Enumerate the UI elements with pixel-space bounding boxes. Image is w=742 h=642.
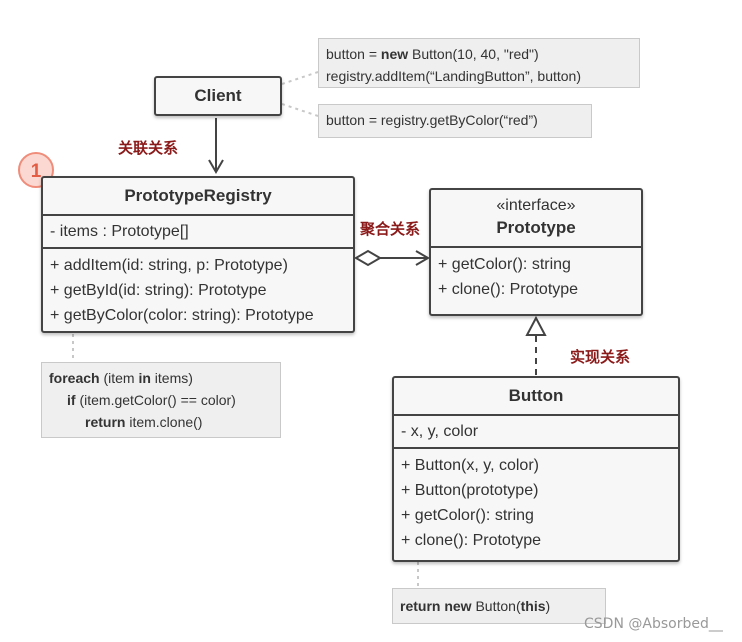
aggregation-arrowhead [415,250,430,266]
aggregation-diamond [354,249,382,267]
note-keyword: in [138,370,151,386]
realization-label: 实现关系 [570,348,631,366]
registry-methods: + addItem(id: string, p: Prototype) + ge… [43,247,353,332]
button-method: + Button(prototype) [401,482,539,499]
client-note-link [281,71,319,85]
note-keyword: foreach [49,370,100,386]
realization-triangle [525,315,547,336]
note-keyword: new [380,46,409,62]
note-text: (item.getColor() == color) [75,392,236,408]
note-text: ) [545,598,551,614]
prototype-stereotype: «interface» [496,197,576,214]
prototype-method: + clone(): Prototype [438,281,579,298]
client-lookup-note: button = registry.getByColor(“red”) [318,104,592,138]
button-method: + Button(x, y, color) [401,457,539,474]
association-arrowhead [208,159,224,174]
registry-method: + getById(id: string): Prototype [50,282,267,299]
note-text: item.clone() [125,414,203,430]
note-text: registry.addItem(“LandingButton”, button… [326,68,581,84]
note-text: button = registry.getByColor(“red”) [326,112,538,128]
client-note-link-2 [281,103,319,117]
registry-fields: - items : Prototype[] [43,214,353,247]
note-text: (item [99,370,139,386]
note-text: items) [150,370,193,386]
watermark: CSDN @Absorbed__ [584,616,723,632]
registry-code-note: foreach (item in items) if (item.getColo… [41,362,281,438]
button-code-note: return new Button(this) [392,588,606,624]
note-keyword: if [67,392,76,408]
step-badge-number: 1 [31,161,42,182]
note-text: Button( [471,598,521,614]
registry-method: + addItem(id: string, p: Prototype) [50,257,288,274]
client-box: Client [154,76,282,116]
note-text: Button(10, 40, "red") [408,46,539,62]
aggregation-label: 聚合关系 [360,220,421,238]
note-keyword: return [85,414,126,430]
button-class-title: Button [508,386,564,405]
prototype-registry-class: PrototypeRegistry - items : Prototype[] … [41,176,355,333]
registry-field: - items : Prototype[] [50,223,189,240]
association-label: 关联关系 [118,139,179,157]
prototype-methods: + getColor(): string + clone(): Prototyp… [431,246,641,306]
button-method: + clone(): Prototype [401,532,542,549]
note-text: button = [326,46,381,62]
button-fields: - x, y, color [394,414,678,447]
client-create-note: button = new Button(10, 40, "red") regis… [318,38,640,88]
registry-method: + getByColor(color: string): Prototype [50,307,314,324]
prototype-interface: «interface» Prototype + getColor(): stri… [429,188,643,316]
prototype-method: + getColor(): string [438,256,571,273]
note-keyword: this [520,598,546,614]
button-methods: + Button(x, y, color) + Button(prototype… [394,447,678,557]
client-title: Client [194,86,242,105]
button-field: - x, y, color [401,423,479,440]
note-keyword: return [400,598,441,614]
button-class: Button - x, y, color + Button(x, y, colo… [392,376,680,562]
note-keyword: new [444,598,472,614]
button-method: + getColor(): string [401,507,534,524]
prototype-title: Prototype [496,218,576,237]
prototype-registry-title: PrototypeRegistry [124,186,272,205]
